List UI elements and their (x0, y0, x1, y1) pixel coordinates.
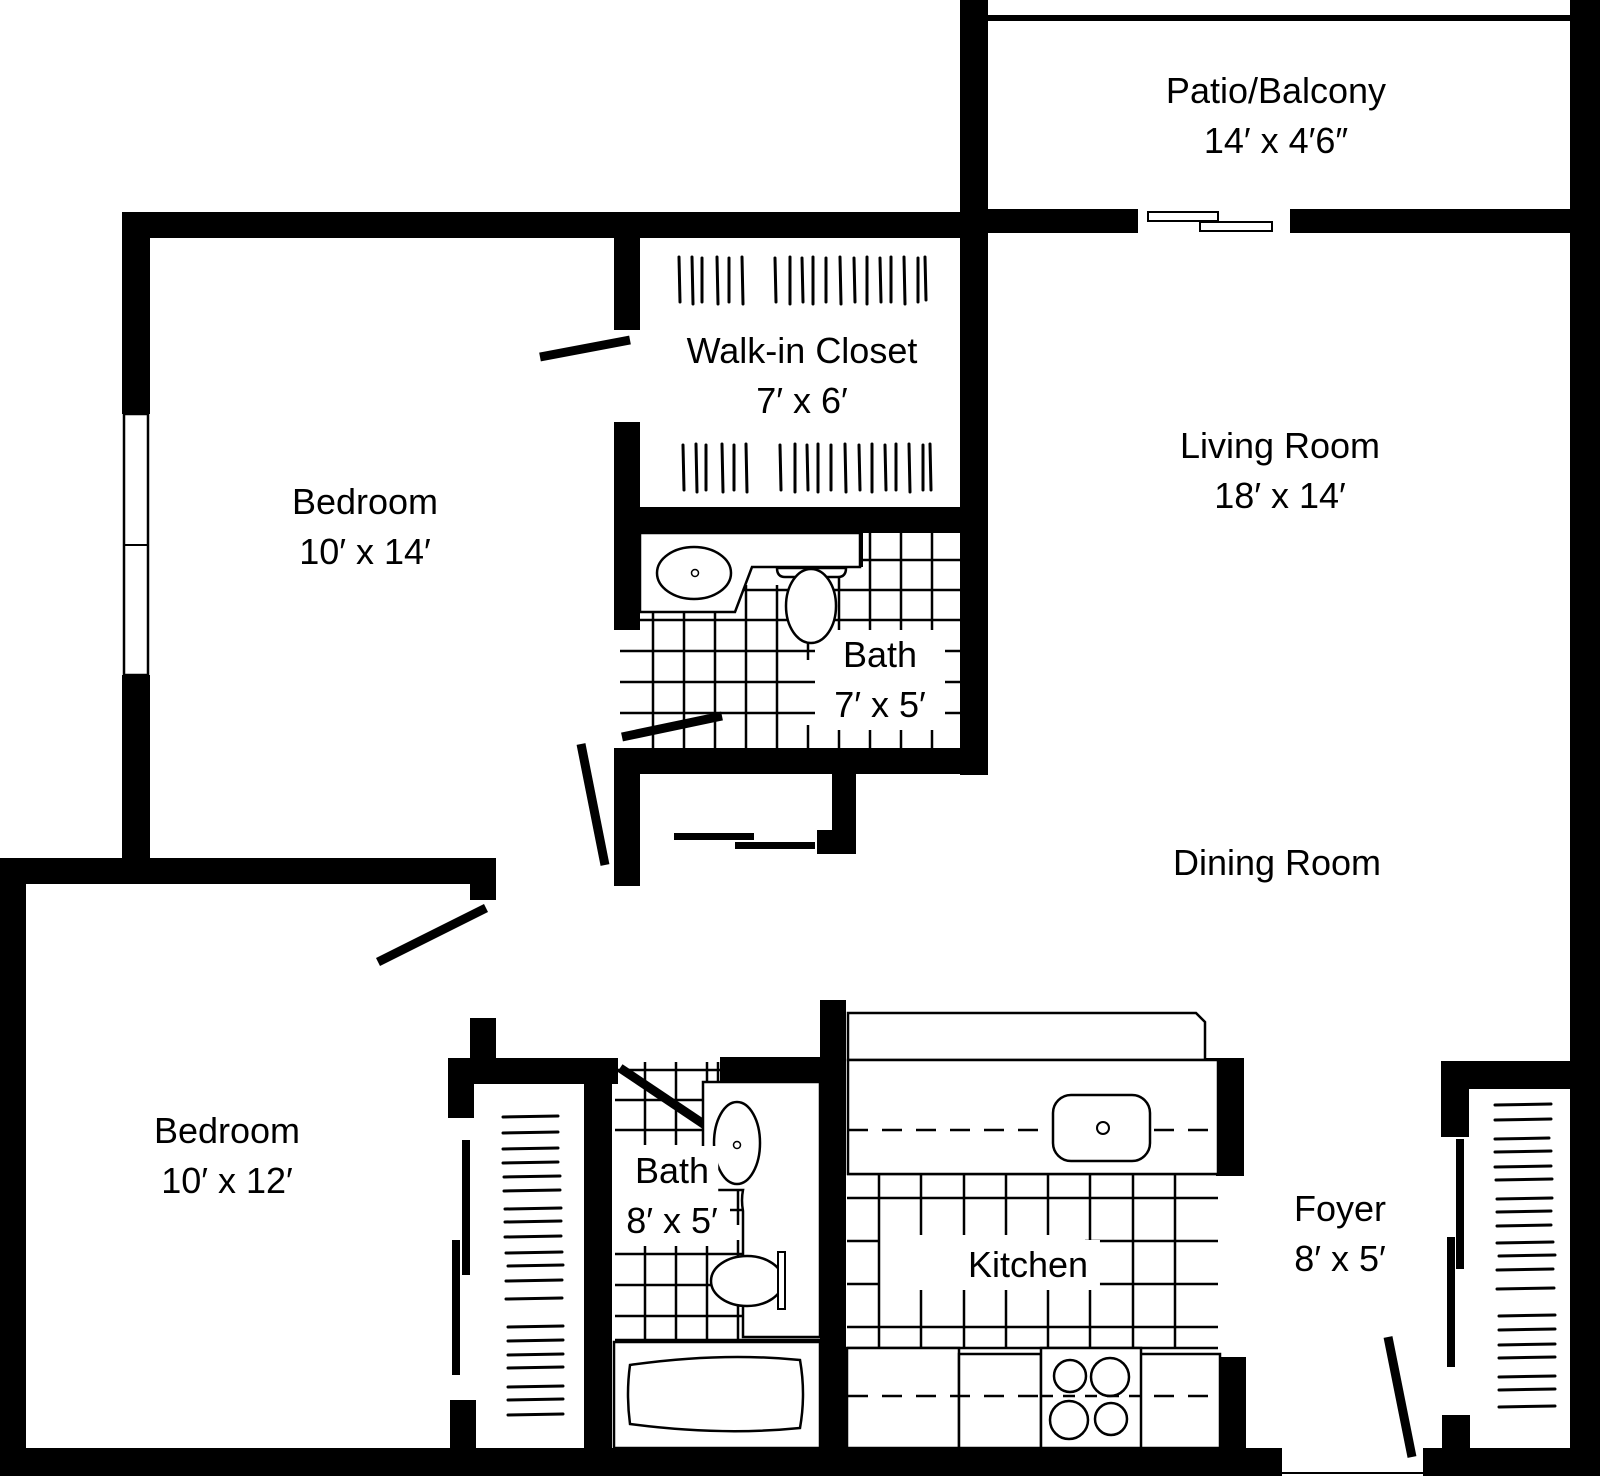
foyer-closet-hangers (1493, 1102, 1557, 1409)
room-label-bedroom-2: Bedroom 10′ x 12′ (154, 1106, 300, 1206)
room-size: 7′ x 5′ (834, 684, 926, 725)
room-name: Bath (842, 634, 918, 675)
room-name: Bedroom (153, 1110, 301, 1151)
room-size: 14′ x 4′6″ (1203, 120, 1349, 161)
kitchen-fixtures (845, 1011, 1222, 1450)
room-label-bath-2: Bath 8′ x 5′ (626, 1146, 718, 1246)
patio-sliding-door (1147, 211, 1273, 232)
room-label-bath-1: Bath 7′ x 5′ (834, 630, 926, 730)
room-size: 8′ x 5′ (1294, 1238, 1386, 1279)
bathtub-icon (626, 1355, 805, 1433)
room-label-kitchen: Kitchen (955, 1240, 1101, 1290)
room-label-patio: Patio/Balcony 14′ x 4′6″ (1166, 66, 1386, 166)
room-label-foyer: Foyer 8′ x 5′ (1294, 1184, 1386, 1284)
window (122, 412, 150, 677)
room-name: Bath (634, 1150, 710, 1191)
toilet-icon (709, 1254, 785, 1308)
room-label-walk-in-closet: Walk-in Closet 7′ x 6′ (687, 326, 918, 426)
room-name: Walk-in Closet (686, 330, 918, 371)
room-name: Dining Room (1172, 842, 1382, 883)
room-label-dining-room: Dining Room (1173, 838, 1381, 888)
room-size: 10′ x 12′ (161, 1160, 293, 1201)
room-name: Kitchen (967, 1244, 1089, 1285)
room-size: 10′ x 14′ (299, 531, 431, 572)
room-name: Bedroom (291, 481, 439, 522)
room-name: Living Room (1179, 425, 1381, 466)
bath1-tile-grid (620, 532, 960, 748)
sliding-doors (452, 833, 1464, 1375)
bedroom2-closet-hangers (501, 1114, 565, 1417)
bath1-fixtures (638, 531, 863, 645)
room-size: 8′ x 5′ (626, 1200, 718, 1241)
room-label-bedroom-1: Bedroom 10′ x 14′ (292, 477, 438, 577)
walk-in-closet-hangers (677, 255, 933, 494)
room-label-living-room: Living Room 18′ x 14′ (1180, 421, 1380, 521)
doors (375, 335, 1417, 1458)
room-size: 7′ x 6′ (756, 380, 848, 421)
room-name: Patio/Balcony (1165, 70, 1387, 111)
room-size: 18′ x 14′ (1214, 475, 1346, 516)
room-name: Foyer (1293, 1188, 1387, 1229)
toilet-icon (784, 567, 838, 645)
bath2-fixtures (612, 1080, 822, 1450)
